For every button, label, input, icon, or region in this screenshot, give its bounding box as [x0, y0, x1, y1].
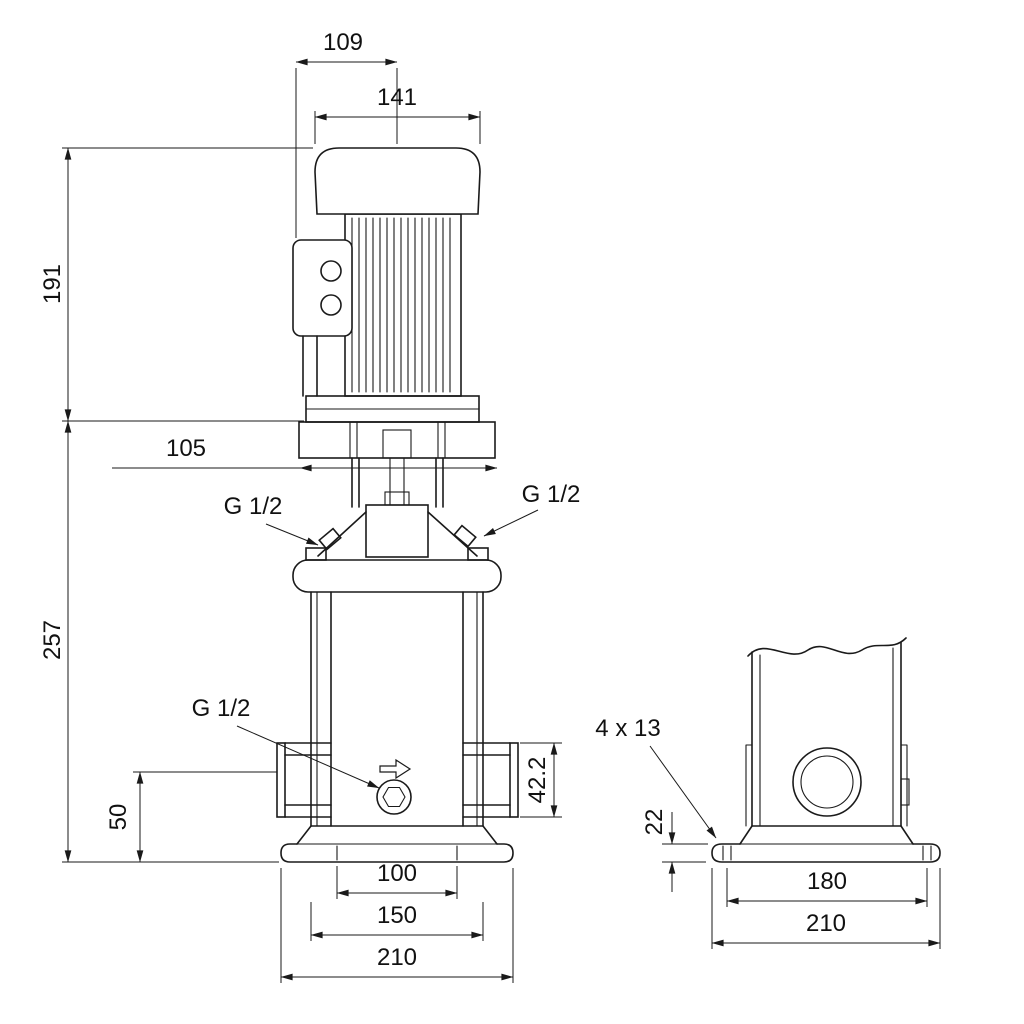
- dim-label-port-flange-height: 42.2: [524, 757, 551, 804]
- flow-direction-arrow: [379, 758, 412, 780]
- head-flange: [292, 559, 502, 593]
- port-left: [276, 742, 332, 818]
- dimensions-front: 109 141 191 257 105 G 1/2 G 1/2 G 1/2 42…: [39, 29, 580, 983]
- cable-entry-bottom: [320, 294, 342, 316]
- shaft-collar: [384, 491, 410, 506]
- dim-label-motor-height: 191: [39, 264, 66, 304]
- seal-housing: [365, 504, 429, 558]
- dim-label-motor-cap-width: 109: [323, 29, 363, 56]
- fill-plug-right: [453, 524, 477, 548]
- stool-legs: [351, 457, 444, 508]
- chamber-sleeve: [330, 591, 464, 827]
- stool-windows: [349, 421, 446, 459]
- chamber-seam: [745, 744, 908, 827]
- terminal-box-foot: [302, 335, 318, 397]
- label-bolt-holes: 4 x 13: [595, 715, 660, 742]
- base-side: [711, 825, 941, 863]
- dim-label-base-width: 210: [377, 944, 417, 971]
- port-opening-outer: [792, 747, 862, 817]
- staybolts: [310, 591, 484, 827]
- dim-label-motor-width: 141: [377, 84, 417, 111]
- staybolt-nut-left: [305, 547, 327, 561]
- dim-label-base-inner-width: 100: [377, 860, 417, 887]
- cable-entry-top: [320, 260, 342, 282]
- dim-label-base-plate-height: 22: [641, 809, 668, 836]
- dim-label-pump-height: 257: [39, 620, 66, 660]
- dimensions-side: 4 x 13 22 180 210: [595, 715, 941, 949]
- fill-plug-left: [318, 527, 342, 551]
- base-front: [280, 825, 514, 863]
- port-opening-inner: [800, 755, 854, 809]
- motor-stool: [298, 421, 496, 459]
- side-view: [711, 637, 941, 863]
- dim-label-port-center-to-base: 50: [105, 804, 132, 831]
- shaft: [389, 457, 405, 506]
- sleeve-sides-inner: [759, 647, 894, 827]
- motor-fins: [351, 217, 451, 393]
- drain-plug: [376, 779, 412, 815]
- break-line: [747, 637, 907, 657]
- nameplate: [900, 778, 910, 806]
- fan-cover: [314, 147, 481, 215]
- coupling: [382, 429, 412, 459]
- terminal-box: [292, 239, 353, 337]
- sleeve-sides: [751, 641, 902, 827]
- label-fill-plug-right: G 1/2: [522, 481, 581, 508]
- dim-label-side-bolt-span: 180: [807, 868, 847, 895]
- front-view: [276, 147, 519, 863]
- motor-body: [344, 213, 462, 397]
- dim-label-base-length: 210: [806, 910, 846, 937]
- label-fill-plug-left: G 1/2: [224, 493, 283, 520]
- port-right: [462, 742, 519, 818]
- dim-label-head-width: 105: [166, 435, 206, 462]
- staybolts-inner: [316, 591, 478, 827]
- dim-label-base-bolt-span: 150: [377, 902, 417, 929]
- label-drain-plug: G 1/2: [192, 695, 251, 722]
- head-shoulders: [317, 511, 478, 557]
